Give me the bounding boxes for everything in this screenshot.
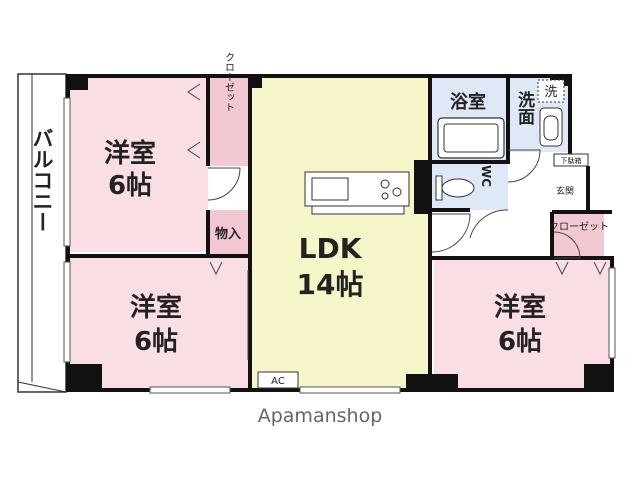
western-room-top-left [68,76,208,252]
washroom-label: 洗面 [514,90,535,126]
bathtub [437,117,505,159]
windows-bottom [149,386,401,394]
closet-right-label: クローゼット [549,221,609,233]
wc-label: WC [479,165,493,187]
doors [207,149,581,360]
washer-space [537,79,565,103]
room-size-top-left: 6帖 [108,171,152,201]
room-size-right: 6帖 [498,327,542,357]
windows-right [608,267,616,359]
ldk-size: 14帖 [297,268,364,301]
western-room-right [434,258,612,390]
bath-label: 浴室 [450,91,486,113]
storage-closet [208,210,252,258]
closet-top-label: クローゼット [223,52,235,112]
watermark: Apamanshop [258,405,383,427]
washer-label: 洗 [544,85,557,100]
room-size-bottom-left: 6帖 [134,327,178,357]
ldk-name: LDK [299,232,363,265]
room-name-top-left: 洋室 [104,138,156,169]
balcony-label: バルコニー [30,128,54,233]
structural-columns [66,74,614,392]
ldk-room [252,76,430,390]
room-name-bottom-left: 洋室 [130,292,182,323]
hall-floor [432,210,554,258]
entrance-label: 玄関 [556,185,574,197]
storage-label: 物入 [215,226,241,242]
entrance-floor [554,168,588,212]
wash-basin [539,107,563,147]
ac-box [257,371,299,389]
closet-door-marks [187,83,607,276]
shoe-box [553,153,589,167]
shoe-box-label: 下駄箱 [561,156,582,165]
windows-left [63,97,71,363]
room-name-right: 洋室 [494,292,546,323]
closet-top [208,76,252,166]
closet-right [554,212,604,260]
balcony [17,73,67,393]
toilet [435,175,475,201]
ac-label: AC [271,376,285,387]
kitchen-counter [304,171,410,215]
